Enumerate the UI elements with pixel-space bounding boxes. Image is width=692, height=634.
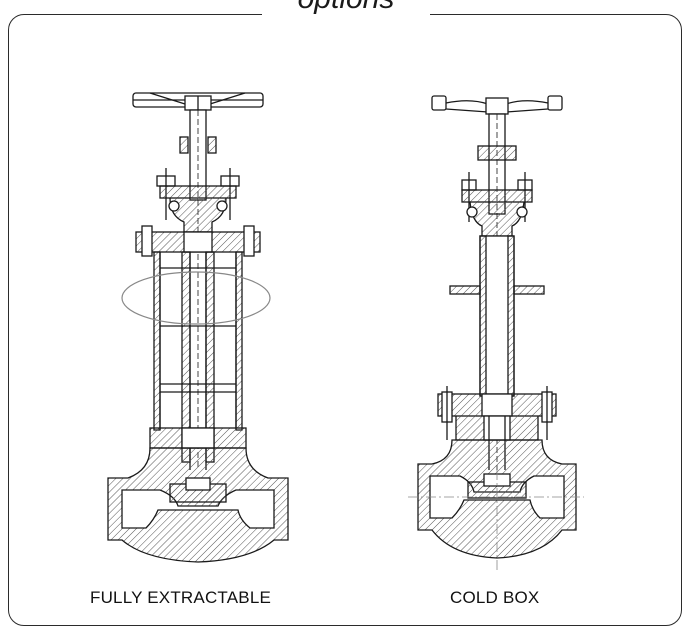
handwheel-icon: [431, 95, 563, 115]
cold-box-valve: [408, 95, 584, 570]
fully-extractable-valve: [107, 92, 289, 563]
highlight-ellipse: [121, 271, 271, 325]
page-title: options: [262, 0, 430, 20]
caption-cold-box: COLD BOX: [450, 588, 540, 607]
caption-fully-extractable: FULLY EXTRACTABLE: [90, 588, 272, 607]
handwheel-icon: [132, 92, 264, 111]
